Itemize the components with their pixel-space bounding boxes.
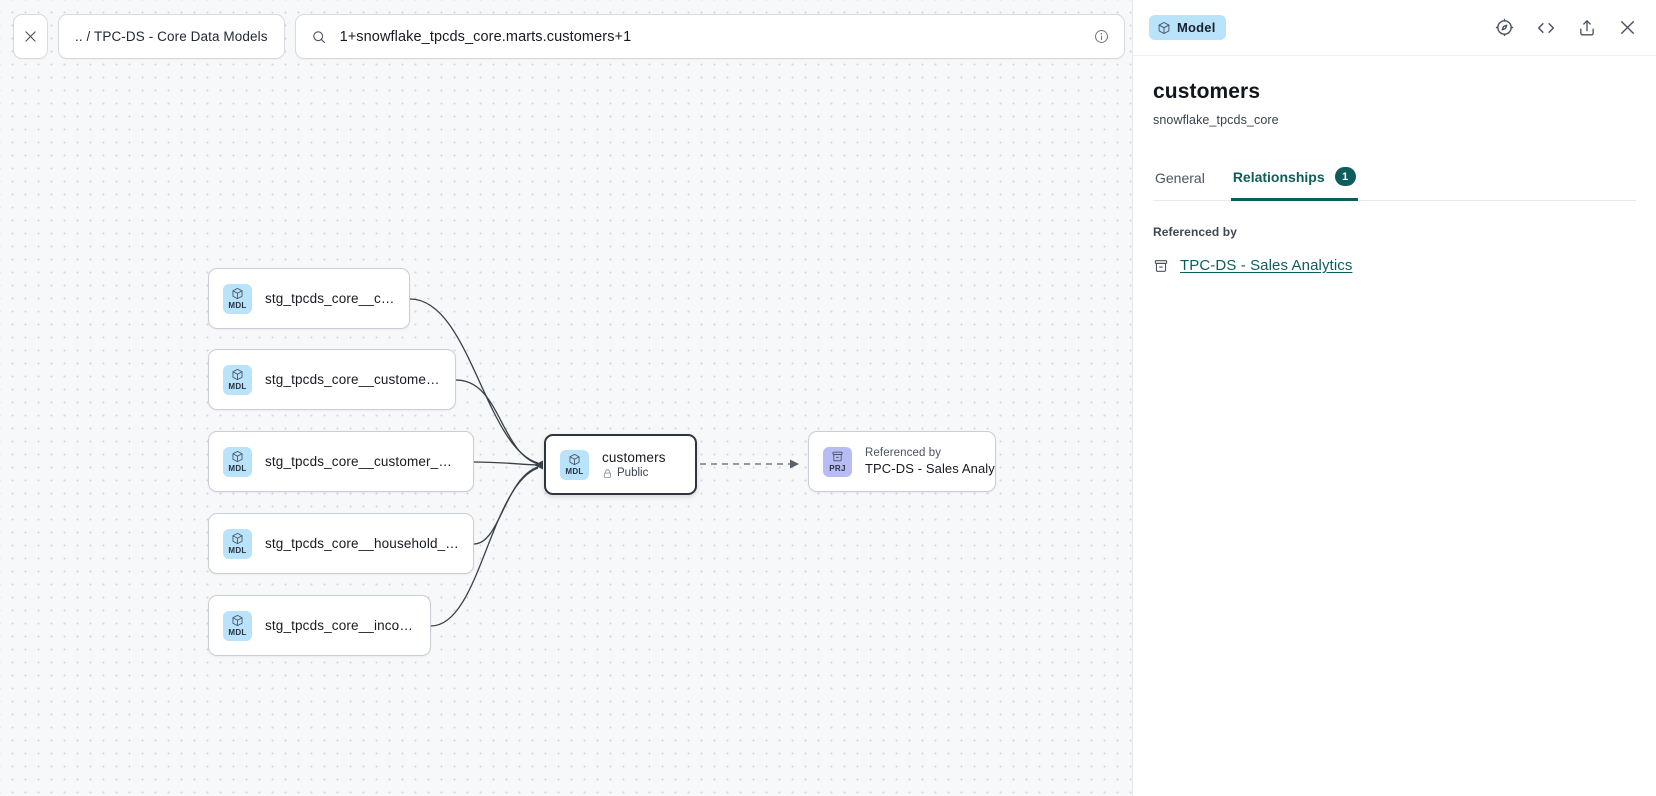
badge-text: MDL <box>228 382 247 391</box>
node-title: stg_tpcds_core__customer <box>265 291 395 306</box>
search-input[interactable] <box>337 27 1082 46</box>
project-icon <box>832 451 843 462</box>
node-visibility: Public <box>602 467 666 479</box>
details-panel-body: customers snowflake_tpcds_core General R… <box>1133 56 1656 274</box>
close-lineage-button[interactable] <box>13 14 48 59</box>
graph-node-stg-income-band[interactable]: MDL stg_tpcds_core__income_band <box>208 595 431 656</box>
breadcrumb[interactable]: .. / TPC-DS - Core Data Models <box>58 14 285 59</box>
asset-type-chip: Model <box>1149 15 1226 40</box>
lock-icon <box>603 469 612 478</box>
graph-node-stg-customer-demographics[interactable]: MDL stg_tpcds_core__customer_demogra… <box>208 431 474 492</box>
panel-actions <box>1494 17 1638 39</box>
info-circle-icon[interactable] <box>1093 28 1110 45</box>
cube-icon <box>232 287 243 300</box>
node-title: customers <box>602 450 666 465</box>
tab-relationships-count: 1 <box>1334 167 1356 186</box>
close-icon <box>25 31 36 42</box>
badge-text: MDL <box>228 546 247 555</box>
panel-tabs: General Relationships 1 <box>1153 159 1636 201</box>
lineage-canvas[interactable]: MDL stg_tpcds_core__customer MDL stg_tpc… <box>0 0 1132 796</box>
graph-node-stg-customer-address[interactable]: MDL stg_tpcds_core__customer_address <box>208 349 456 410</box>
graph-node-stg-household-demographics[interactable]: MDL stg_tpcds_core__household_demogr… <box>208 513 474 574</box>
tab-general-label: General <box>1155 170 1205 186</box>
cube-icon <box>1158 21 1170 34</box>
badge-text: MDL <box>565 467 584 476</box>
close-icon[interactable] <box>1617 17 1638 38</box>
badge-text: PRJ <box>829 464 846 473</box>
cube-icon <box>232 450 243 463</box>
graph-node-stg-customer[interactable]: MDL stg_tpcds_core__customer <box>208 268 410 329</box>
asset-type-label: Model <box>1177 20 1216 35</box>
cube-icon <box>569 453 580 466</box>
relationships-heading: Referenced by <box>1153 225 1237 239</box>
lineage-edges <box>409 298 799 627</box>
search-icon <box>312 30 325 43</box>
model-badge: MDL <box>223 446 252 477</box>
lineage-search-box[interactable] <box>294 14 1125 59</box>
edge-arrow-in <box>534 460 543 470</box>
cube-icon <box>232 532 243 545</box>
cube-icon <box>232 614 243 627</box>
badge-text: MDL <box>228 301 247 310</box>
node-visibility-label: Public <box>617 467 649 479</box>
model-badge: MDL <box>223 283 252 314</box>
share-icon[interactable] <box>1577 18 1597 38</box>
node-kicker: Referenced by <box>865 447 942 459</box>
badge-text: MDL <box>228 628 247 637</box>
node-title: stg_tpcds_core__household_demogr… <box>265 536 459 551</box>
model-badge: MDL <box>560 449 589 480</box>
breadcrumb-label: .. / TPC-DS - Core Data Models <box>75 29 268 44</box>
graph-node-customers-selected[interactable]: MDL customers Public <box>544 434 697 495</box>
edge-arrow-out <box>790 459 799 469</box>
details-panel-header: Model <box>1133 0 1656 56</box>
tab-relationships[interactable]: Relationships 1 <box>1230 159 1358 201</box>
graph-node-tpcds-sales-analytics[interactable]: PRJ Referenced by TPC-DS - Sales Analyti… <box>808 431 996 492</box>
node-title: stg_tpcds_core__income_band <box>265 618 416 633</box>
details-panel: Model custom <box>1132 0 1656 796</box>
model-badge: MDL <box>223 528 252 559</box>
node-title: TPC-DS - Sales Analytics <box>865 461 995 476</box>
tab-relationships-label: Relationships <box>1232 168 1325 185</box>
list-item[interactable]: TPC-DS - Sales Analytics <box>1153 257 1636 274</box>
model-badge: MDL <box>223 364 252 395</box>
explore-icon[interactable] <box>1494 17 1515 38</box>
node-title: stg_tpcds_core__customer_demogra… <box>265 454 459 469</box>
node-title: stg_tpcds_core__customer_address <box>265 372 441 387</box>
lineage-toolbar: .. / TPC-DS - Core Data Models <box>0 0 1173 59</box>
model-badge: MDL <box>223 610 252 641</box>
tab-general[interactable]: General <box>1153 162 1207 201</box>
relationships-section: Referenced by TPC-DS - Sales Analytics <box>1153 201 1636 274</box>
panel-subtitle: snowflake_tpcds_core <box>1153 113 1279 127</box>
page-title: customers <box>1153 80 1261 103</box>
code-icon[interactable] <box>1535 17 1557 39</box>
project-badge: PRJ <box>823 446 852 477</box>
badge-text: MDL <box>228 464 247 473</box>
cube-icon <box>232 368 243 381</box>
project-icon <box>1154 259 1168 272</box>
relationship-link[interactable]: TPC-DS - Sales Analytics <box>1180 257 1353 274</box>
